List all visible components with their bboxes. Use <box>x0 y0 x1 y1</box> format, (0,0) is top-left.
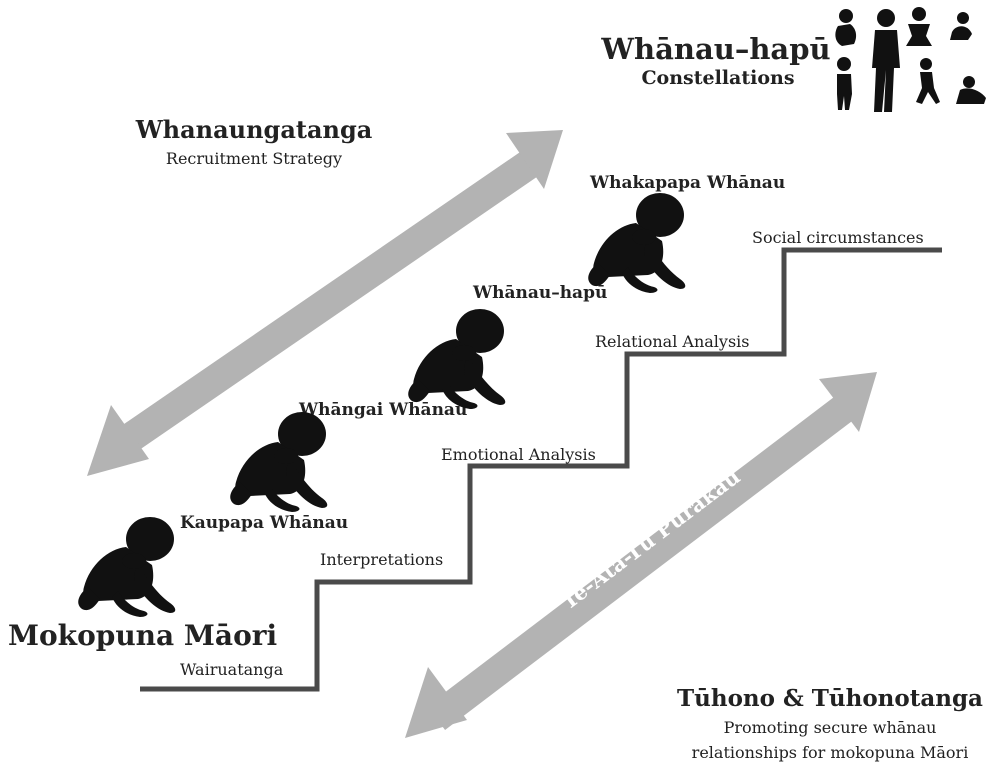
step-label-interpretations: Interpretations <box>320 550 443 569</box>
lower-arrow-shaft <box>426 391 861 730</box>
bottom-right-line2: relationships for mokopuna Māori <box>692 743 969 762</box>
top-left-title: Whanaungatanga <box>135 115 373 144</box>
family-silhouette-icon <box>835 7 986 112</box>
step-label-wairuatanga: Wairuatanga <box>180 660 284 679</box>
whanau-label-whakapapa: Whakapapa Whānau <box>589 173 785 193</box>
top-right-title: Whānau–hapū <box>600 32 830 66</box>
crawling-baby-icon <box>230 412 328 512</box>
crawling-baby-icon <box>78 517 176 617</box>
crawling-baby-icon <box>588 193 686 293</box>
whanau-label-whangai: Whāngai Whānau <box>298 400 467 420</box>
step-label-relational-analysis: Relational Analysis <box>595 332 750 351</box>
upper-arrow-head-left <box>87 405 149 476</box>
whanau-label-kaupapa: Kaupapa Whānau <box>180 513 348 533</box>
bottom-right-title: Tūhono & Tūhonotanga <box>677 685 983 712</box>
top-left-subtitle: Recruitment Strategy <box>166 149 342 168</box>
lower-double-arrow <box>405 372 877 738</box>
bottom-right-line1: Promoting secure whānau <box>724 718 937 737</box>
whanau-label-whanau-hapu: Whānau–hapū <box>472 283 607 303</box>
top-right-subtitle: Constellations <box>641 67 794 89</box>
upper-arrow-head-right <box>506 130 563 189</box>
lower-arrow-label-line2: A five step data analysis method <box>530 444 848 692</box>
lower-arrow-head-right <box>819 372 877 432</box>
step-label-social-circumstances: Social circumstances <box>752 228 924 247</box>
upper-arrow-label: Pūrakāu – Data Collection <box>155 174 447 387</box>
step-label-emotional-analysis: Emotional Analysis <box>441 445 596 464</box>
staircase-line <box>140 247 942 692</box>
upper-double-arrow <box>87 130 563 476</box>
bottom-left-title: Mokopuna Māori <box>8 619 277 652</box>
crawling-baby-icon <box>408 309 506 409</box>
upper-arrow-shaft <box>111 147 544 458</box>
lower-arrow-head-left <box>405 667 467 738</box>
